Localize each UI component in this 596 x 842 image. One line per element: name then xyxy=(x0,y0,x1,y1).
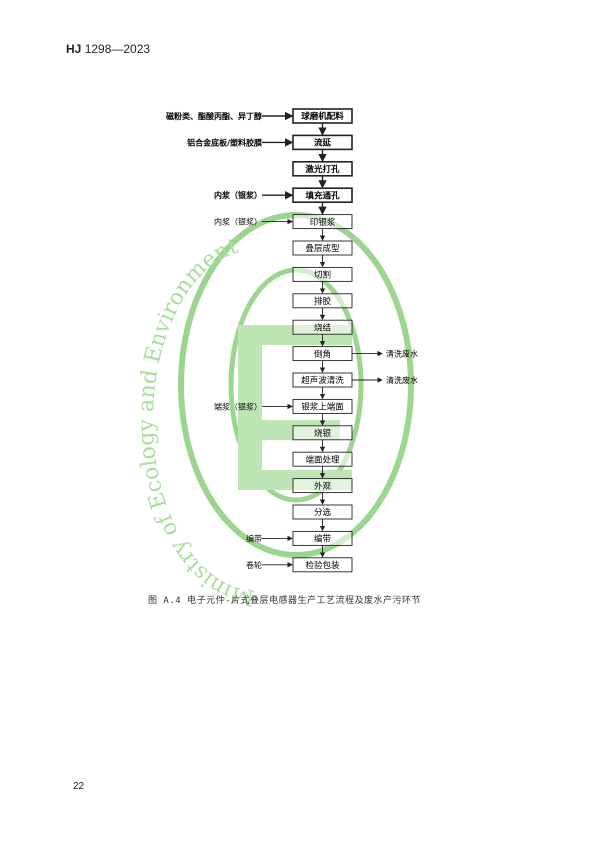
process-step-label: 流延 xyxy=(314,138,332,149)
input-material-label: 磁粉类、酯酸丙酯、异丁醇 xyxy=(166,111,262,121)
process-step-label: 排胶 xyxy=(314,296,332,307)
watermark-logo: Ministry of Ecology and Environment xyxy=(134,212,414,610)
process-step-label: 填充通孔 xyxy=(305,190,340,201)
input-material-label: 卷轮 xyxy=(246,560,262,570)
wastewater-output-label: 清洗废水 xyxy=(386,349,418,359)
process-step-label: 烧结 xyxy=(314,322,331,333)
process-step-label: 分选 xyxy=(314,507,332,518)
input-material-label: 端浆（银浆） xyxy=(214,401,262,411)
process-step-label: 编带 xyxy=(314,534,332,545)
standard-number: 1298—2023 xyxy=(84,42,151,56)
process-step-label: 印银浆 xyxy=(310,217,336,228)
standard-code: HJ xyxy=(66,42,82,56)
process-step-label: 球磨机配料 xyxy=(301,111,344,122)
process-step-label: 叠层成型 xyxy=(305,243,340,254)
process-step-label: 端面处理 xyxy=(305,454,340,465)
standard-header: HJ 1298—2023 xyxy=(66,42,150,56)
process-step-label: 倒角 xyxy=(314,349,331,360)
input-material-label: 内浆（银浆） xyxy=(214,217,262,227)
process-step-label: 银浆上端面 xyxy=(301,402,344,413)
input-material-label: 内浆（银浆） xyxy=(214,190,262,200)
process-step-label: 超声波清洗 xyxy=(301,375,344,386)
process-step-label: 烧银 xyxy=(314,428,332,439)
process-step-label: 切割 xyxy=(314,270,331,281)
page-number: 22 xyxy=(73,781,85,792)
process-step-label: 检验包装 xyxy=(305,560,340,571)
process-step-box xyxy=(292,557,353,573)
figure-caption: 图 A.4 电子元件-片式叠层电感器生产工艺流程及废水产污环节 xyxy=(148,596,422,606)
input-material-label: 铝合金底板/塑料胶膜 xyxy=(187,137,262,147)
wastewater-output-label: 清洗废水 xyxy=(386,375,418,385)
process-step-label: 激光打孔 xyxy=(305,164,340,175)
input-material-label: 编带 xyxy=(246,533,262,543)
process-step-label: 外观 xyxy=(314,481,332,492)
watermark-text: Ministry of Ecology and Environment xyxy=(134,234,256,610)
